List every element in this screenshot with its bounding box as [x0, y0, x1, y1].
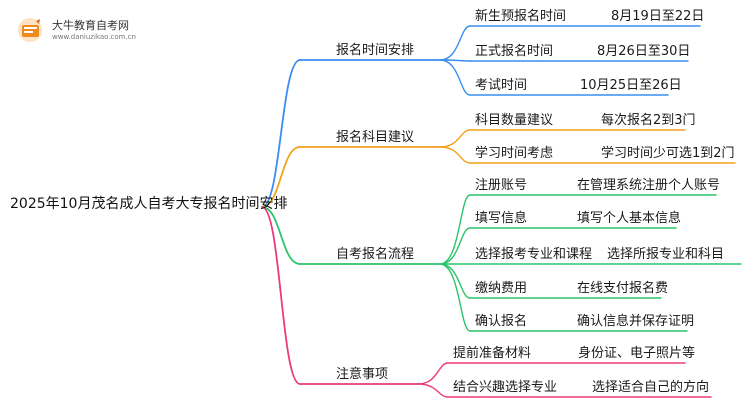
leaf-connector [439, 263, 471, 332]
leaf-label: 选择报考专业和课程 [475, 247, 593, 262]
leaf-value: 确认信息并保存证明 [577, 314, 695, 329]
branch-connector [261, 206, 301, 385]
leaf-label: 提前准备材料 [453, 346, 532, 361]
branch-label: 注意事项 [336, 367, 389, 382]
leaf-label: 缴纳费用 [475, 281, 528, 296]
branch-connector [261, 59, 301, 208]
leaf-connector [439, 227, 471, 265]
leaf-label: 结合兴趣选择专业 [453, 380, 558, 395]
leaf-value: 每次报名2到3门 [601, 113, 696, 128]
leaf-connector [417, 362, 449, 385]
leaf-label: 填写信息 [475, 211, 528, 226]
leaf-label: 注册账号 [475, 178, 528, 193]
leaf-label: 科目数量建议 [475, 113, 554, 128]
branch-connector [261, 206, 301, 265]
brand-logo: 大牛教育自考网 www.daniuzikao.com.cn [16, 14, 136, 48]
leaf-value: 身份证、电子照片等 [578, 346, 696, 361]
branch-connector [261, 146, 301, 208]
leaf-value: 8月26日至30日 [597, 44, 691, 59]
leaf-value: 学习时间少可选1到2门 [601, 146, 735, 161]
leaf-connector [439, 194, 471, 265]
brand-url: www.daniuzikao.com.cn [52, 33, 136, 41]
leaf-value: 选择所报专业和科目 [607, 247, 725, 262]
leaf-value: 在管理系统注册个人账号 [577, 178, 721, 193]
branch-label: 自考报名流程 [336, 247, 415, 262]
branch-label: 报名时间安排 [336, 43, 415, 58]
branch-label: 报名科目建议 [336, 130, 415, 145]
leaf-value: 在线支付报名费 [577, 281, 669, 296]
leaf-label: 学习时间考虑 [475, 146, 554, 161]
brand-name: 大牛教育自考网 [52, 19, 129, 32]
leaf-value: 10月25日至26日 [580, 78, 682, 93]
root-topic: 2025年10月茂名成人自考大专报名时间安排 [10, 196, 288, 212]
leaf-connector [417, 383, 449, 398]
leaf-value: 选择适合自己的方向 [592, 380, 710, 395]
book-icon [18, 18, 42, 42]
leaf-connector [439, 146, 471, 164]
leaf-label: 正式报名时间 [475, 44, 554, 59]
leaf-value: 填写个人基本信息 [577, 211, 682, 226]
leaf-label: 新生预报名时间 [475, 9, 567, 24]
leaf-label: 确认报名 [475, 314, 528, 329]
leaf-connector [439, 129, 471, 148]
leaf-connector [439, 59, 471, 96]
leaf-value: 8月19日至22日 [611, 9, 705, 24]
leaf-connector [439, 25, 471, 61]
leaf-label: 考试时间 [475, 78, 528, 93]
